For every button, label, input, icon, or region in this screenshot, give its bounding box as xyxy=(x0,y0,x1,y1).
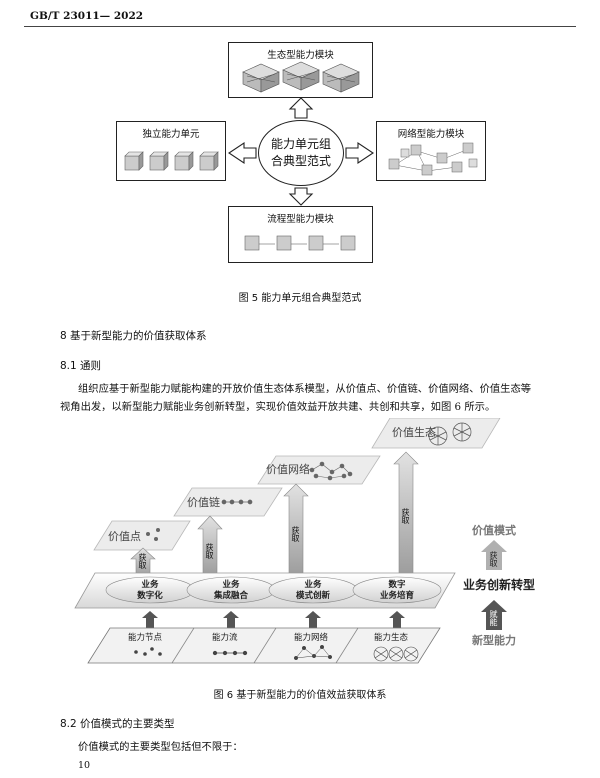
center-line-1: 能力单元组 xyxy=(270,137,331,151)
arrow-right-icon xyxy=(345,141,374,165)
business-4-line-2: 业务培育 xyxy=(380,590,415,601)
acquire-arrow-2 xyxy=(197,515,223,577)
acquire-label-2: 获取 xyxy=(205,543,214,559)
plane-value-network xyxy=(257,455,381,485)
capability-label-2: 能力网络 xyxy=(294,632,329,643)
process-module-label: 流程型能力模块 xyxy=(267,214,334,225)
section-8-2-title: 8.2 价值模式的主要类型 xyxy=(60,718,175,730)
section-8-2-paragraph: 价值模式的主要类型包括但不限于： xyxy=(78,741,243,753)
right-business-transform: 业务创新转型 xyxy=(463,577,535,592)
empower-arrow-1 xyxy=(142,611,158,628)
independent-cubes-icon xyxy=(124,151,219,171)
business-3-line-1: 业务 xyxy=(304,579,322,590)
section-8-1-paragraph-line-1: 组织应基于新型能力赋能构建的开放价值生态体系模型，从价值点、价值链、价值网络、价… xyxy=(78,383,532,395)
capability-node-dots-icon xyxy=(134,647,162,656)
figure-5-caption: 图 5 能力单元组合典型范式 xyxy=(238,293,362,304)
figure-6: 价值点 价值链 价值网络 价值生态 获取 获取 获取 获取 xyxy=(74,418,535,664)
standard-number: GB/T 23011— 2022 xyxy=(30,10,144,22)
right-acquire-arrow xyxy=(481,540,507,570)
right-new-capability: 新型能力 xyxy=(472,633,516,647)
value-level-2: 价值网络 xyxy=(266,462,310,476)
figure-6-caption: 图 6 基于新型能力的价值效益获取体系 xyxy=(213,690,387,701)
acquire-arrow-4 xyxy=(393,451,419,577)
network-cubes-icon xyxy=(388,142,478,176)
value-level-0: 价值点 xyxy=(108,530,141,543)
ecosystem-cubes-icon xyxy=(242,61,360,93)
right-empower-arrow xyxy=(481,600,507,630)
value-level-1: 价值链 xyxy=(187,495,220,509)
ecosystem-module-label: 生态型能力模块 xyxy=(267,50,334,61)
business-ellipse-4 xyxy=(352,576,442,604)
process-cubes-icon xyxy=(244,235,356,251)
empower-arrow-4 xyxy=(389,611,405,628)
section-8-1-paragraph-line-2: 视角出发，以新型能力赋能业务创新转型，实现价值效益开放共建、共创和共享，如图 6… xyxy=(60,401,496,413)
business-2-line-2: 集成融合 xyxy=(213,590,249,601)
arrow-up-icon xyxy=(288,97,314,119)
capability-flow-icon xyxy=(212,650,248,656)
independent-unit-label: 独立能力单元 xyxy=(142,129,200,140)
right-value-mode: 价值模式 xyxy=(472,523,516,537)
header-rule xyxy=(24,26,576,27)
capability-label-1: 能力流 xyxy=(212,632,238,643)
process-module-box: 流程型能力模块 xyxy=(228,206,373,263)
independent-unit-box: 独立能力单元 xyxy=(116,121,226,181)
value-ecosystem-spheres-icon xyxy=(428,422,472,446)
value-network-dots-icon xyxy=(309,461,353,481)
capability-label-0: 能力节点 xyxy=(128,632,163,643)
acquire-label-4: 获取 xyxy=(401,508,410,524)
acquire-label-3: 获取 xyxy=(291,526,300,542)
value-point-dots-icon xyxy=(146,528,160,541)
section-8-1-title: 8.1 通则 xyxy=(60,360,102,372)
capability-ecosystem-icon xyxy=(373,646,419,662)
network-module-box: 网络型能力模块 xyxy=(376,121,486,181)
capability-network-icon xyxy=(293,644,333,661)
business-1-line-2: 数字化 xyxy=(137,590,163,601)
business-3-line-2: 模式创新 xyxy=(296,590,331,601)
capability-combination-center: 能力单元组 合典型范式 xyxy=(258,120,344,186)
plane-value-point xyxy=(93,520,191,551)
right-empower-label: 赋能 xyxy=(489,610,498,626)
section-8-title: 8 基于新型能力的价值获取体系 xyxy=(60,330,207,342)
business-4-line-1: 数字 xyxy=(388,579,406,590)
empower-arrow-2 xyxy=(223,611,239,628)
business-2-line-1: 业务 xyxy=(222,579,240,590)
arrow-left-icon xyxy=(228,141,257,165)
page-number: 10 xyxy=(78,760,91,771)
business-1-line-1: 业务 xyxy=(141,579,159,590)
acquire-arrow-3 xyxy=(283,483,309,577)
ecosystem-module-box: 生态型能力模块 xyxy=(228,42,373,98)
acquire-label-1: 获取 xyxy=(138,553,147,569)
center-line-2: 合典型范式 xyxy=(270,154,331,168)
right-acquire-label: 获取 xyxy=(489,551,498,567)
value-level-3: 价值生态 xyxy=(392,425,436,439)
capability-label-3: 能力生态 xyxy=(374,632,409,643)
arrow-down-icon xyxy=(288,187,314,206)
empower-arrow-3 xyxy=(305,611,321,628)
network-module-label: 网络型能力模块 xyxy=(397,129,465,140)
capability-platform xyxy=(87,627,441,664)
value-chain-dots-icon xyxy=(221,499,253,505)
